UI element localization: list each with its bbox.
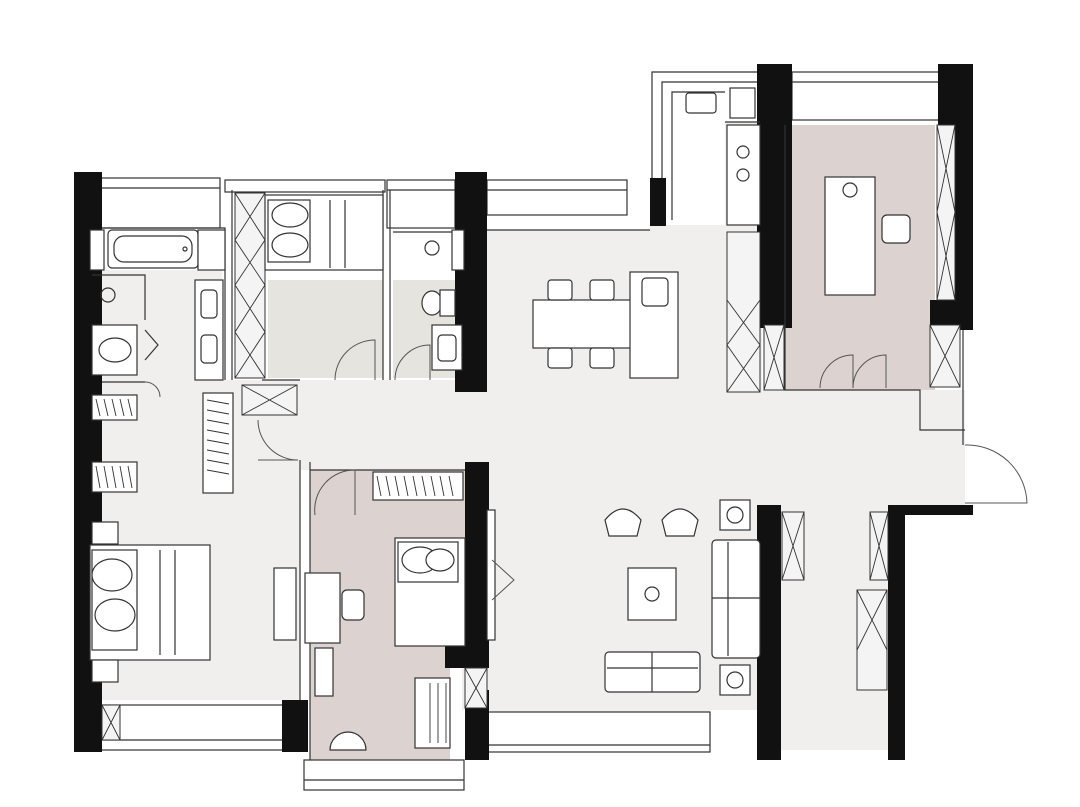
bathroom-fixtures <box>89 229 465 381</box>
nightstand <box>91 659 119 683</box>
pillow-icon <box>91 558 133 592</box>
dining-table <box>532 299 634 349</box>
sofa-icon <box>711 539 761 659</box>
shower-head-icon <box>100 287 116 303</box>
sink-icon <box>685 92 717 114</box>
shower-head-icon <box>424 240 440 256</box>
pillow-icon <box>271 232 309 258</box>
door-swing-icon <box>394 344 431 381</box>
kitchen-counter <box>726 124 761 226</box>
lamp-icon <box>842 182 858 198</box>
second-bedroom-floor <box>268 280 383 378</box>
entrance-door-icon <box>964 444 1028 504</box>
lounge-chair-icon <box>604 508 642 537</box>
door-swing-icon <box>491 559 515 601</box>
closets <box>91 392 464 501</box>
cabinets <box>101 124 961 741</box>
stove-icon <box>736 168 750 182</box>
wardrobe-icon <box>202 392 234 494</box>
faucet <box>89 229 105 271</box>
chair-icon <box>589 347 615 369</box>
coffee-table <box>627 567 677 621</box>
chair-icon <box>881 214 911 244</box>
study-table <box>824 176 876 296</box>
door-swing-icon <box>852 354 887 389</box>
doors <box>144 339 1028 601</box>
beds <box>89 194 466 683</box>
window-icon <box>99 177 221 229</box>
toilet-icon <box>421 290 443 316</box>
living-room-furniture <box>486 499 761 696</box>
stove-icon <box>736 145 750 159</box>
door-swing-icon <box>257 419 299 461</box>
pillow-icon <box>94 598 136 632</box>
window-icon <box>791 71 941 121</box>
tv-icon <box>486 509 496 641</box>
desks <box>273 567 451 751</box>
door-swing-icon <box>314 469 356 516</box>
pillow-icon <box>425 548 455 572</box>
tv-cabinet <box>273 567 297 641</box>
piano <box>414 677 451 749</box>
wardrobe-icon <box>936 124 956 301</box>
faucet <box>451 229 465 271</box>
chair-icon <box>547 279 573 301</box>
kitchen-cabinet <box>726 231 761 393</box>
lounge-chair-icon <box>661 508 699 537</box>
nightstand <box>91 521 119 545</box>
window-icon <box>487 711 711 753</box>
window-icon <box>486 179 628 216</box>
sink-icon <box>641 277 669 307</box>
armchair-icon <box>329 731 367 751</box>
entrance-hall-floor <box>760 390 965 505</box>
wardrobe-icon <box>372 471 464 501</box>
lamp-icon <box>726 671 744 689</box>
window-icon <box>224 179 386 193</box>
door-swing-icon <box>334 339 376 381</box>
chair-icon <box>589 279 615 301</box>
desk <box>304 572 341 644</box>
window-icon <box>99 704 286 751</box>
door-swing-icon <box>819 354 854 389</box>
appliance <box>729 87 756 119</box>
corridor-floor <box>300 380 480 470</box>
side-table <box>719 499 751 531</box>
lamp-icon <box>726 506 744 524</box>
windows <box>75 71 941 791</box>
shower-icon <box>92 274 146 320</box>
window-icon <box>386 179 456 229</box>
side-table <box>719 664 751 696</box>
shelf <box>197 229 226 271</box>
door-swing-icon <box>144 381 161 398</box>
wardrobe-icon <box>234 192 266 379</box>
dining-kitchen <box>532 87 761 379</box>
shelf <box>314 647 334 697</box>
pillow-icon <box>271 202 309 228</box>
window-icon <box>303 759 465 791</box>
study-furniture <box>824 176 911 296</box>
chair-icon <box>341 589 365 621</box>
chair-icon <box>547 347 573 369</box>
